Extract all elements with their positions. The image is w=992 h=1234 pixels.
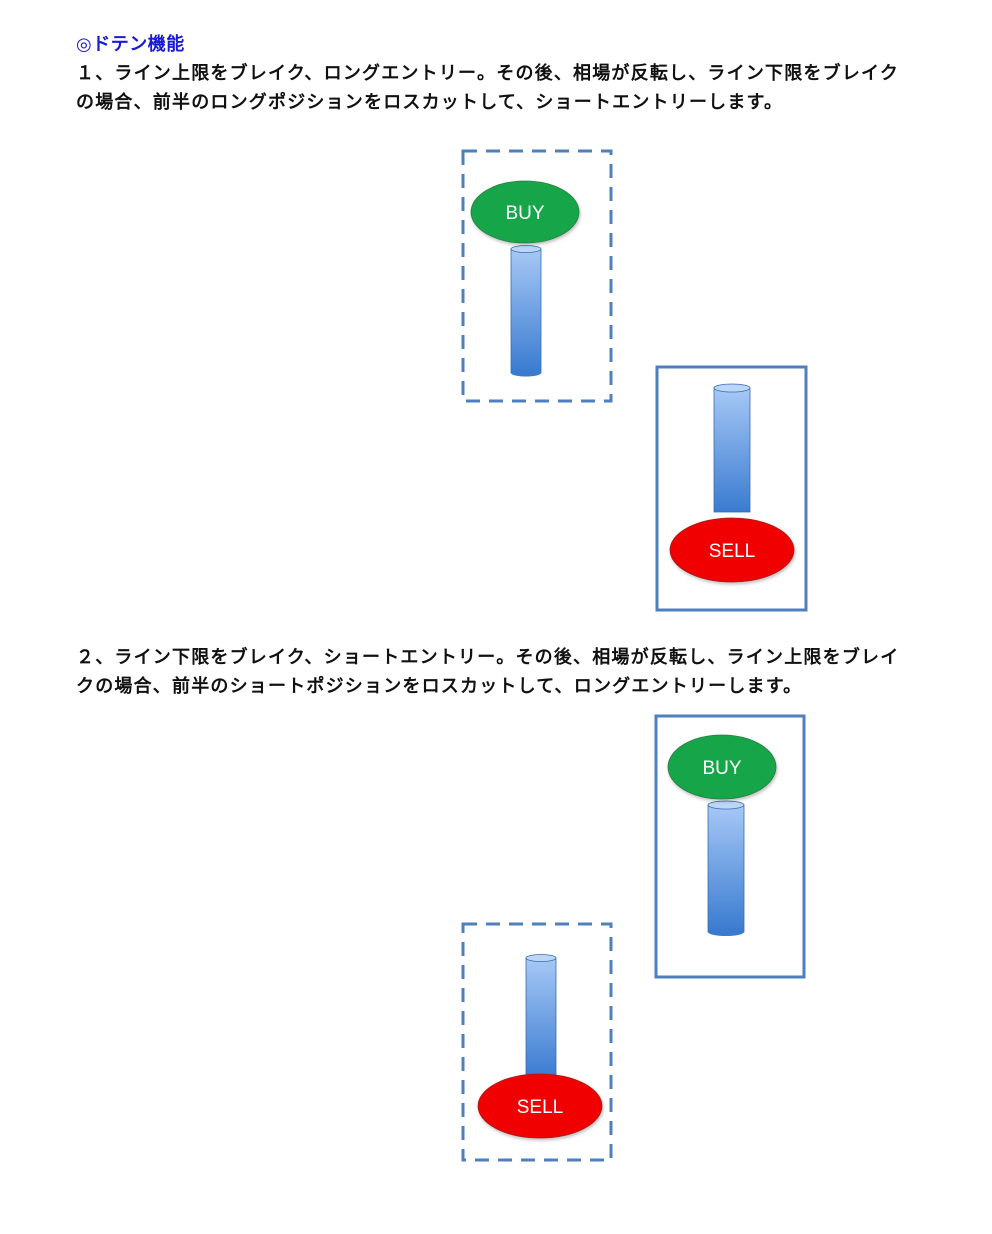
buy-label: BUY [702, 758, 741, 779]
entry-box-dashed [461, 922, 613, 1162]
page-title: ◎ドテン機能 [76, 34, 185, 55]
entry-box-solid [655, 365, 808, 612]
sell-signal: SELL [669, 517, 795, 583]
candle-cylinder [707, 800, 745, 936]
entry-box-dashed [461, 149, 613, 403]
buy-signal: BUY [470, 180, 580, 244]
section-1-diagram: BUY SELL [77, 149, 918, 612]
sell-label: SELL [709, 541, 755, 562]
sell-label: SELL [517, 1097, 563, 1118]
section-2-description: ２、ライン下限をブレイク、ショートエントリー。その後、相場が反転し、ライン上限を… [76, 647, 900, 697]
entry-box-solid [654, 714, 806, 979]
sell-signal: SELL [477, 1073, 603, 1139]
candle-cylinder [525, 954, 557, 1079]
candle-cylinder [713, 383, 751, 513]
buy-label: BUY [505, 203, 544, 224]
buy-signal: BUY [667, 734, 777, 800]
section-1-description: １、ライン上限をブレイク、ロングエントリー。その後、相場が反転し、ライン下限をブ… [76, 63, 900, 113]
candle-cylinder [510, 245, 542, 377]
section-2-diagram: BUY SELL [77, 714, 914, 1162]
